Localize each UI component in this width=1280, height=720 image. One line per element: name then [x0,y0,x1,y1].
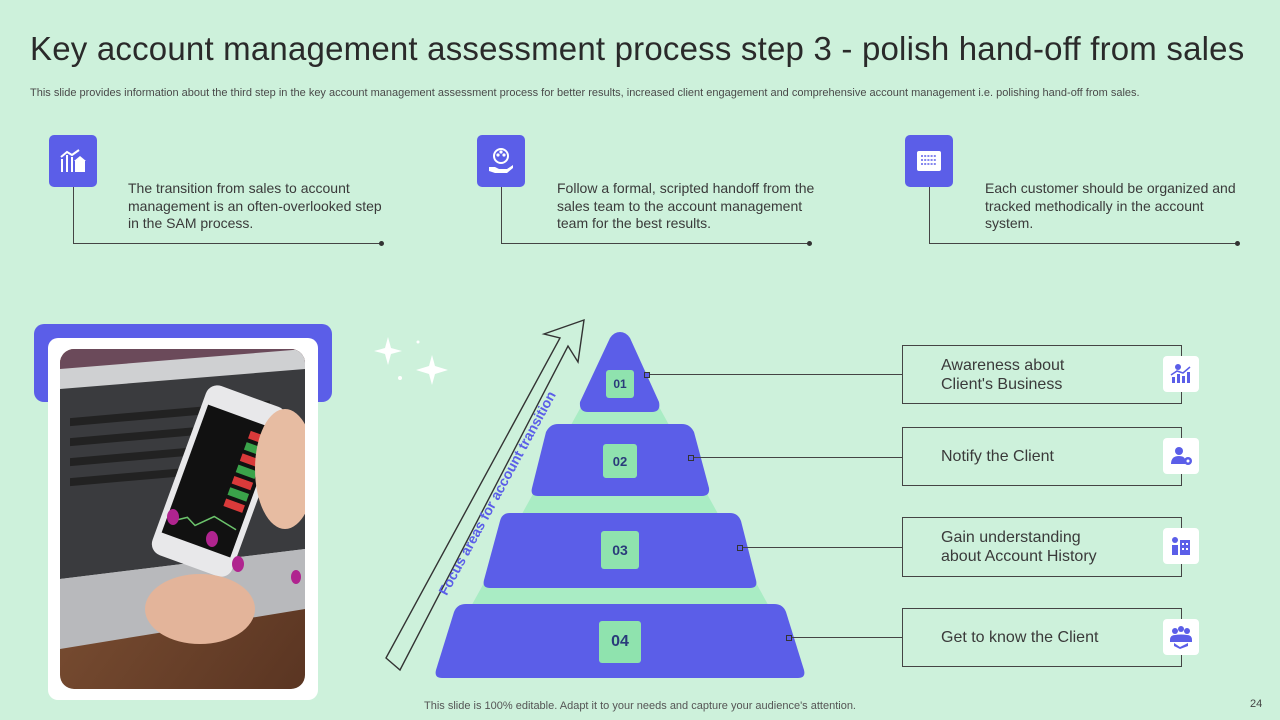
connector-line [73,187,382,244]
focus-label-3b: about Account History [941,548,1097,565]
connector-dot [644,372,650,378]
focus-label-4: Get to know the Client [941,629,1099,646]
connector-dot [379,241,384,246]
user-settings-icon [1163,438,1199,474]
connector-line [690,457,902,458]
page-subtitle: This slide provides information about th… [30,87,1140,99]
footer-note: This slide is 100% editable. Adapt it to… [424,700,856,712]
point-text-3: Each customer should be organized and tr… [985,180,1236,231]
connector-line [646,374,902,375]
hand-people-icon [477,135,525,187]
sparkle-icon [372,335,452,395]
level-number-4: 04 [599,621,641,663]
connector-dot [786,635,792,641]
connector-line [788,637,902,638]
connector-line [929,187,1238,244]
connector-dot [688,455,694,461]
page-number: 24 [1250,698,1263,710]
focus-box-3: Gain understanding about Account History [902,517,1182,577]
document-list-icon [905,135,953,187]
level-number-1: 01 [606,370,634,398]
analytics-building-icon [1163,528,1199,564]
connector-line [501,187,810,244]
connector-dot [807,241,812,246]
focus-box-2: Notify the Client [902,427,1182,486]
connector-line [739,547,902,548]
focus-label-3a: Gain understanding [941,529,1081,546]
level-number-3: 03 [601,531,639,569]
team-handshake-icon [1163,619,1199,655]
focus-label-1b: Client's Business [941,375,1063,393]
point-text-1: The transition from sales to account man… [128,180,382,231]
focus-arrow [380,318,590,685]
focus-label-2: Notify the Client [941,448,1054,465]
focus-label-1a: Awareness about [941,356,1065,374]
focus-box-4: Get to know the Client [902,608,1182,667]
point-text-2: Follow a formal, scripted handoff from t… [557,180,815,231]
connector-dot [1235,241,1240,246]
page-title: Key account management assessment proces… [30,30,1245,67]
connector-dot [737,545,743,551]
growth-chart-icon [1163,356,1199,392]
phone-laptop-photo [60,349,305,689]
level-number-2: 02 [603,444,637,478]
chart-building-icon [49,135,97,187]
